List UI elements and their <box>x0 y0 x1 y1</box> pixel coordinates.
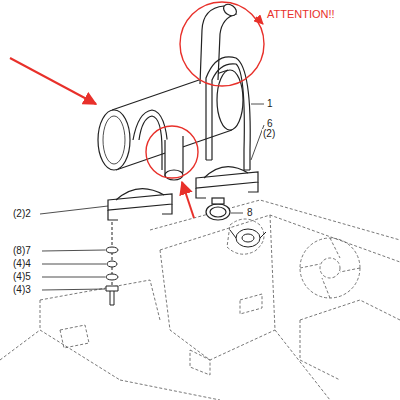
callout-number: (4)5 <box>12 272 32 282</box>
callout-number: (4)3 <box>12 285 32 295</box>
warning-note: ATTENTION!! <box>266 9 336 20</box>
highlight <box>10 2 264 218</box>
bracket <box>108 167 258 220</box>
callout-number: 8 <box>246 208 254 218</box>
engine-outline <box>0 200 400 400</box>
turbo-outlet <box>230 229 266 247</box>
bolt-stack <box>106 222 118 305</box>
callout-number: (2)2 <box>12 209 32 219</box>
pipe-clamp <box>206 198 230 220</box>
callout-number: 1 <box>266 99 274 109</box>
callout-number: 6 <box>266 119 274 129</box>
inlet-pipe <box>165 136 183 180</box>
callout-number: (2) <box>262 129 276 139</box>
exhaust-stack <box>200 2 239 84</box>
callout-number: (8)7 <box>12 246 32 256</box>
callout-number: (4)4 <box>12 259 32 269</box>
leader-line <box>40 104 264 290</box>
